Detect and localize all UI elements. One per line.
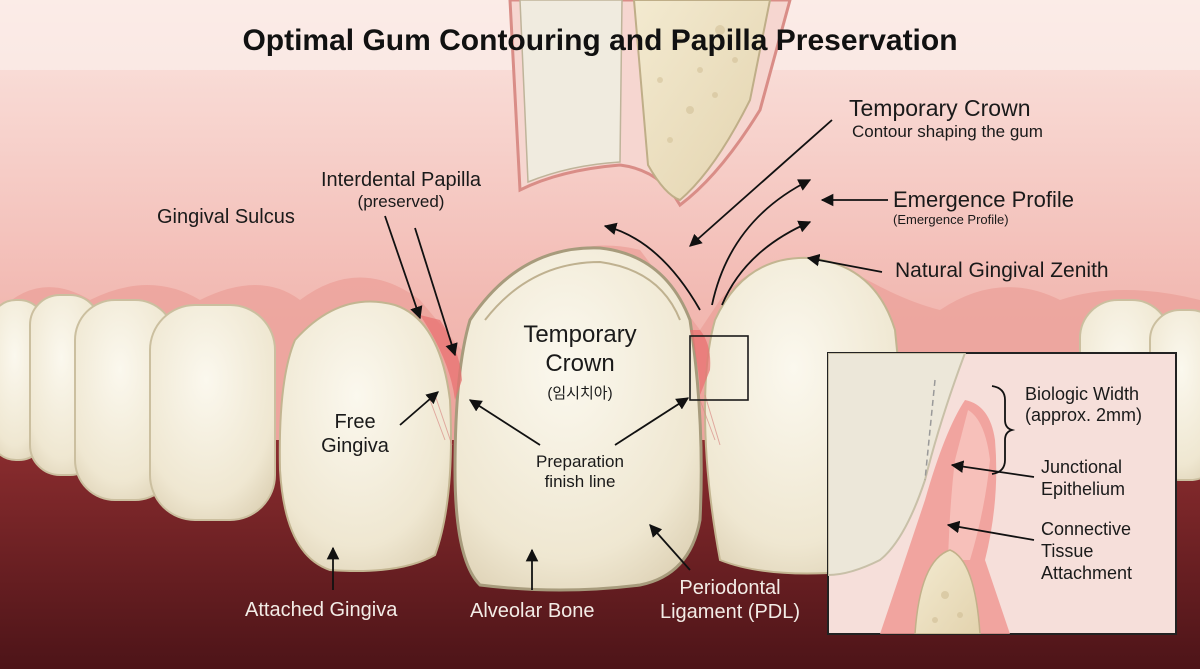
root-surface [519, 0, 623, 184]
label-periodontal-ligament-2: Ligament (PDL) [659, 601, 801, 623]
temporary-crown-shape [453, 246, 703, 592]
inset-connective-tissue-3: Attachment [1041, 563, 1133, 583]
inset-biologic-width-2: (approx. 2mm) [1025, 405, 1143, 425]
label-temporary-crown-right-sub: Contour shaping the gum [852, 122, 1043, 141]
inset-biologic-width-1: Biologic Width [1025, 384, 1140, 404]
label-temporary-crown-center-1: Temporary [523, 321, 637, 348]
detail-box [689, 335, 749, 401]
label-interdental-papilla: Interdental Papilla [320, 169, 482, 191]
label-attached-gingiva: Attached Gingiva [245, 599, 398, 621]
label-preparation-finish-line-1: Preparation [536, 452, 624, 471]
label-preparation-finish-line-2: finish line [544, 472, 616, 491]
inset-connective-tissue-1: Connective [1041, 519, 1132, 539]
tooth-left-1 [149, 304, 276, 521]
label-temporary-crown-korean: (임시치아) [547, 385, 613, 402]
label-gingival-sulcus: Gingival Sulcus [157, 206, 295, 228]
label-free-gingiva-2: Gingiva [321, 435, 389, 457]
lateral-incisor-left [278, 300, 452, 572]
inset-connective-tissue-2: Tissue [1041, 541, 1094, 561]
label-interdental-papilla-sub: (preserved) [357, 192, 445, 211]
label-emergence-profile: Emergence Profile [893, 187, 1074, 212]
inset-junctional-epithelium-1: Junctional [1041, 457, 1123, 477]
inset-panel [827, 352, 1177, 635]
label-periodontal-ligament-1: Periodontal [679, 577, 781, 599]
label-free-gingiva-1: Free [334, 411, 376, 433]
label-temporary-crown-right: Temporary Crown [849, 95, 1031, 121]
inset-junctional-epithelium-2: Epithelium [1041, 479, 1126, 499]
page-title: Optimal Gum Contouring and Papilla Prese… [242, 24, 958, 57]
annotation-arrows [326, 119, 888, 590]
label-emergence-profile-sub: (Emergence Profile) [893, 212, 1009, 227]
label-natural-gingival-zenith: Natural Gingival Zenith [895, 259, 1109, 282]
alveolar-bone-top [632, 0, 772, 202]
label-alveolar-bone: Alveolar Bone [470, 600, 595, 622]
label-temporary-crown-center-2: Crown [545, 350, 615, 377]
